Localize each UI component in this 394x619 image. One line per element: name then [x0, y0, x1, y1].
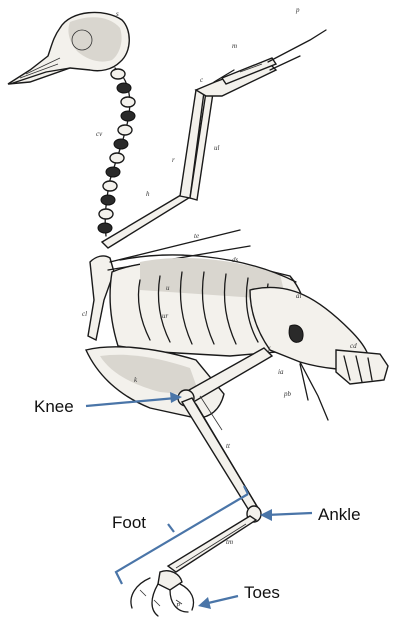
specimen-letter: ur [162, 312, 169, 320]
neck-vertebrae [98, 68, 135, 236]
specimen-letter: p [295, 6, 300, 14]
neck-vertebra [98, 223, 112, 233]
toes: P [131, 571, 194, 616]
foot-label: Foot [112, 513, 146, 532]
specimen-letter: cd [350, 342, 357, 350]
ankle-annotation: Ankle [260, 505, 361, 524]
specimen-letter: ds [232, 256, 239, 264]
neck-vertebra [99, 209, 113, 219]
ankle-label: Ankle [318, 505, 361, 524]
neck-vertebra [121, 97, 135, 107]
specimen-letter: tm [226, 538, 233, 546]
specimen-letter: cv [96, 130, 103, 138]
specimen-letter: u [166, 284, 170, 292]
specimen-letter: tt [226, 442, 231, 450]
foot-bracket-mid [168, 524, 174, 532]
neck-vertebra [121, 111, 135, 121]
neck-vertebra [117, 83, 131, 93]
ankle-arrow [266, 513, 312, 515]
specimen-letter: te [194, 232, 199, 240]
specimen-letter: al [296, 292, 302, 300]
neck-vertebra [110, 153, 124, 163]
specimen-letter: cl [82, 310, 87, 318]
toes-label: Toes [244, 583, 280, 602]
neck-vertebra [114, 139, 128, 149]
pelvis-and-tail [250, 287, 388, 420]
specimen-letter: h [146, 190, 150, 198]
knee-label: Knee [34, 397, 74, 416]
neck-vertebra [118, 125, 132, 135]
specimen-letter: ul [214, 144, 220, 152]
neck-vertebra [101, 195, 115, 205]
wing [102, 30, 326, 248]
specimen-letter: s [116, 10, 119, 18]
svg-text:P: P [175, 602, 181, 610]
specimen-letter: r [172, 156, 175, 164]
neck-vertebra [103, 181, 117, 191]
toes-annotation: Toes [198, 583, 280, 609]
specimen-letter: pb [283, 390, 292, 398]
neck-vertebra [106, 167, 120, 177]
specimen-letter: ia [278, 368, 284, 376]
toes-arrowhead [198, 597, 211, 609]
ankle-arrowhead [260, 509, 272, 521]
specimen-letter: c [200, 76, 204, 84]
specimen-letter: m [232, 42, 237, 50]
neck-vertebra [111, 69, 125, 79]
